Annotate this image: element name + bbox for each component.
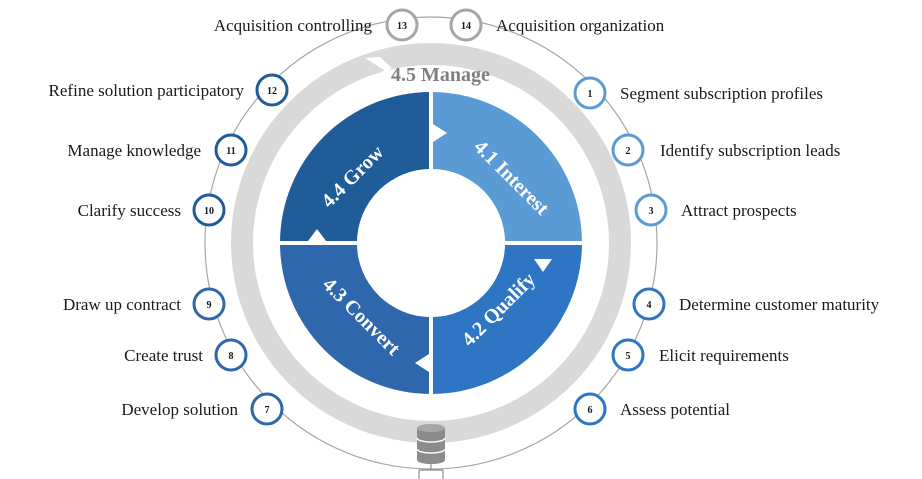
step-14: 14 Acquisition organization: [449, 8, 665, 42]
step-label: Determine customer maturity: [679, 295, 880, 314]
step-label: Identify subscription leads: [660, 141, 840, 160]
step-badge: [611, 133, 645, 167]
phase-segment-interest: [431, 92, 582, 243]
step-badge: [634, 193, 668, 227]
step-badge: [449, 8, 483, 42]
step-2: 2 Identify subscription leads: [611, 133, 840, 167]
step-badge: [385, 8, 419, 42]
step-label: Draw up contract: [63, 295, 181, 314]
step-label: Manage knowledge: [67, 141, 201, 160]
step-badge: [192, 287, 226, 321]
step-number: 6: [588, 405, 593, 416]
database-icon: [416, 424, 446, 479]
step-number: 5: [626, 351, 631, 362]
step-number: 9: [207, 300, 212, 311]
step-number: 7: [265, 405, 270, 416]
step-label: Refine solution participatory: [49, 81, 245, 100]
step-number: 13: [397, 21, 407, 32]
step-label: Assess potential: [620, 400, 730, 419]
step-badge: [255, 73, 289, 107]
step-label: Segment subscription profiles: [620, 84, 823, 103]
step-number: 3: [649, 206, 654, 217]
step-5: 5 Elicit requirements: [611, 338, 789, 372]
step-6: 6 Assess potential: [573, 392, 730, 426]
step-3: 3 Attract prospects: [634, 193, 797, 227]
flow-arrow-up-icon: [308, 229, 326, 241]
step-number: 11: [226, 146, 235, 157]
step-number: 4: [647, 300, 652, 311]
step-badge: [611, 338, 645, 372]
step-badge: [250, 392, 284, 426]
step-number: 12: [267, 86, 277, 97]
step-badge: [573, 392, 607, 426]
step-number: 14: [461, 21, 471, 32]
step-12: 12 Refine solution participatory: [49, 73, 289, 107]
step-number: 2: [626, 146, 631, 157]
step-4: 4 Determine customer maturity: [632, 287, 880, 321]
flow-arrow-right-icon: [433, 124, 447, 142]
step-label: Acquisition controlling: [214, 16, 373, 35]
step-badge: [214, 133, 248, 167]
step-badge: [632, 287, 666, 321]
step-label: Clarify success: [78, 201, 181, 220]
step-badge: [192, 193, 226, 227]
step-number: 10: [204, 206, 214, 217]
phase-segment-qualify: [431, 243, 582, 394]
phase-ring: 4.1 Interest 4.2 Qualify 4.3 Convert 4.4…: [278, 90, 584, 396]
step-label: Create trust: [124, 346, 203, 365]
step-11: 11 Manage knowledge: [67, 133, 248, 167]
flow-arrow-down-icon: [534, 259, 552, 272]
step-8: 8 Create trust: [124, 338, 248, 372]
step-7: 7 Develop solution: [121, 392, 284, 426]
step-10: 10 Clarify success: [78, 193, 226, 227]
phase-segment-grow: [280, 92, 431, 243]
step-number: 1: [588, 89, 593, 100]
step-label: Elicit requirements: [659, 346, 789, 365]
step-9: 9 Draw up contract: [63, 287, 226, 321]
step-label: Develop solution: [121, 400, 238, 419]
flow-arrow-left-icon: [415, 354, 429, 372]
step-1: 1 Segment subscription profiles: [573, 76, 823, 110]
step-badge: [214, 338, 248, 372]
steps-layer: 1 Segment subscription profiles 2 Identify …: [49, 8, 880, 426]
step-number: 8: [229, 351, 234, 362]
step-label: Acquisition organization: [496, 16, 665, 35]
step-badge: [573, 76, 607, 110]
manage-label: 4.5 Manage: [391, 64, 490, 86]
step-13: 13 Acquisition controlling: [214, 8, 419, 42]
phase-segment-convert: [280, 243, 431, 394]
step-label: Attract prospects: [681, 201, 797, 220]
